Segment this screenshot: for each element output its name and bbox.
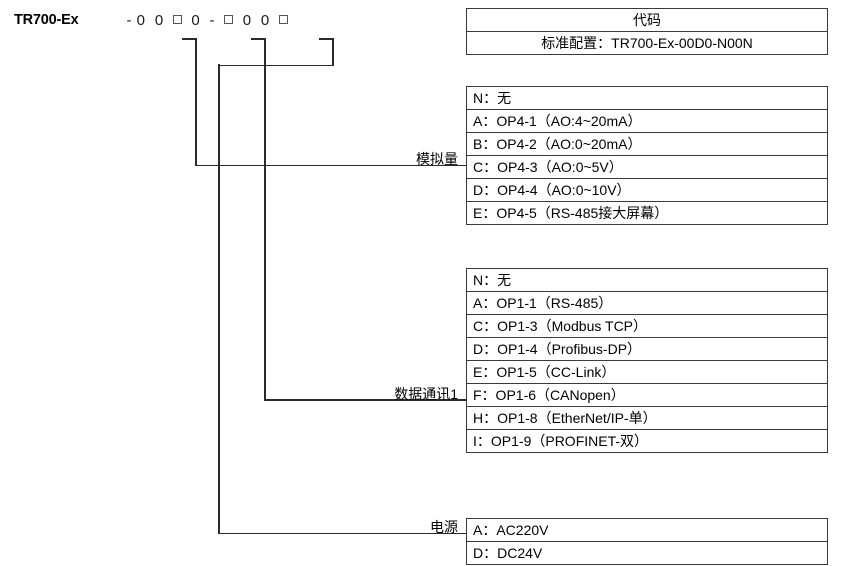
- code-placeholder-box: [173, 14, 183, 24]
- model-code-line: TR700-Ex - 0 0 0 - 0 0: [14, 8, 289, 32]
- table-row: D：DC24V: [466, 541, 828, 565]
- table-row: C：OP4-3（AO:0~5V）: [466, 155, 828, 179]
- table-power-options: A：AC220V D：DC24V: [466, 518, 828, 565]
- leader-label-comm: 数据通讯1: [394, 386, 458, 402]
- comm-option-f: F：OP1-6（CANopen）: [466, 383, 828, 407]
- comm-option-a: A：OP1-1（RS-485）: [466, 291, 828, 315]
- analog-option-b: B：OP4-2（AO:0~20mA）: [466, 132, 828, 156]
- table-row: N：无: [466, 268, 828, 292]
- table-row: E：OP4-5（RS-485接大屏幕）: [466, 201, 828, 225]
- comm-option-i: I：OP1-9（PROFINET-双）: [466, 429, 828, 453]
- leader-power-top: [319, 38, 333, 40]
- leader-power-vertical-right: [332, 38, 334, 66]
- model-name: TR700-Ex: [14, 12, 79, 28]
- code-placeholder-box: [279, 14, 289, 24]
- table-row: F：OP1-6（CANopen）: [466, 383, 828, 407]
- leader-comm-vertical: [264, 38, 266, 400]
- code-header-cell: 代码: [466, 8, 828, 32]
- comm-option-n: N：无: [466, 268, 828, 292]
- table-row: I：OP1-9（PROFINET-双）: [466, 429, 828, 453]
- table-row: C：OP1-3（Modbus TCP）: [466, 314, 828, 338]
- table-row: A：OP4-1（AO:4~20mA）: [466, 109, 828, 133]
- model-code-pattern: - 0 0 0 - 0 0: [127, 12, 289, 29]
- leader-comm-top: [251, 38, 265, 40]
- analog-option-a: A：OP4-1（AO:4~20mA）: [466, 109, 828, 133]
- table-row: B：OP4-2（AO:0~20mA）: [466, 132, 828, 156]
- analog-option-c: C：OP4-3（AO:0~5V）: [466, 155, 828, 179]
- table-row: 标准配置：TR700-Ex-00D0-N00N: [466, 31, 828, 55]
- code-placeholder-box: [224, 14, 234, 24]
- leader-label-power: 电源: [430, 519, 458, 535]
- table-row: 代码: [466, 8, 828, 32]
- analog-option-d: D：OP4-4（AO:0~10V）: [466, 178, 828, 202]
- leader-power-vertical: [218, 64, 220, 534]
- leader-power-jog: [218, 64, 333, 67]
- comm-option-d: D：OP1-4（Profibus-DP）: [466, 337, 828, 361]
- leader-comm-bend: [264, 399, 466, 401]
- table-row: A：OP1-1（RS-485）: [466, 291, 828, 315]
- leader-power-bend: [218, 532, 466, 535]
- table-row: E：OP1-5（CC-Link）: [466, 360, 828, 384]
- power-option-a: A：AC220V: [466, 518, 828, 542]
- table-row: H：OP1-8（EtherNet/IP-单）: [466, 406, 828, 430]
- power-option-d: D：DC24V: [466, 541, 828, 565]
- leader-label-analog: 模拟量: [416, 151, 458, 167]
- table-row: D：OP1-4（Profibus-DP）: [466, 337, 828, 361]
- comm-option-e: E：OP1-5（CC-Link）: [466, 360, 828, 384]
- table-communication-options: N：无 A：OP1-1（RS-485） C：OP1-3（Modbus TCP） …: [466, 268, 828, 453]
- table-row: A：AC220V: [466, 518, 828, 542]
- leader-analog-vertical: [195, 38, 197, 166]
- table-analog-options: N：无 A：OP4-1（AO:4~20mA） B：OP4-2（AO:0~20mA…: [466, 86, 828, 225]
- table-row: N：无: [466, 86, 828, 110]
- code-standard-config-cell: 标准配置：TR700-Ex-00D0-N00N: [466, 31, 828, 55]
- comm-option-h: H：OP1-8（EtherNet/IP-单）: [466, 406, 828, 430]
- analog-option-e: E：OP4-5（RS-485接大屏幕）: [466, 201, 828, 225]
- table-code: 代码 标准配置：TR700-Ex-00D0-N00N: [466, 8, 828, 55]
- leader-analog-top: [182, 38, 196, 40]
- analog-option-n: N：无: [466, 86, 828, 110]
- table-row: D：OP4-4（AO:0~10V）: [466, 178, 828, 202]
- comm-option-c: C：OP1-3（Modbus TCP）: [466, 314, 828, 338]
- leader-analog-bend: [195, 164, 466, 167]
